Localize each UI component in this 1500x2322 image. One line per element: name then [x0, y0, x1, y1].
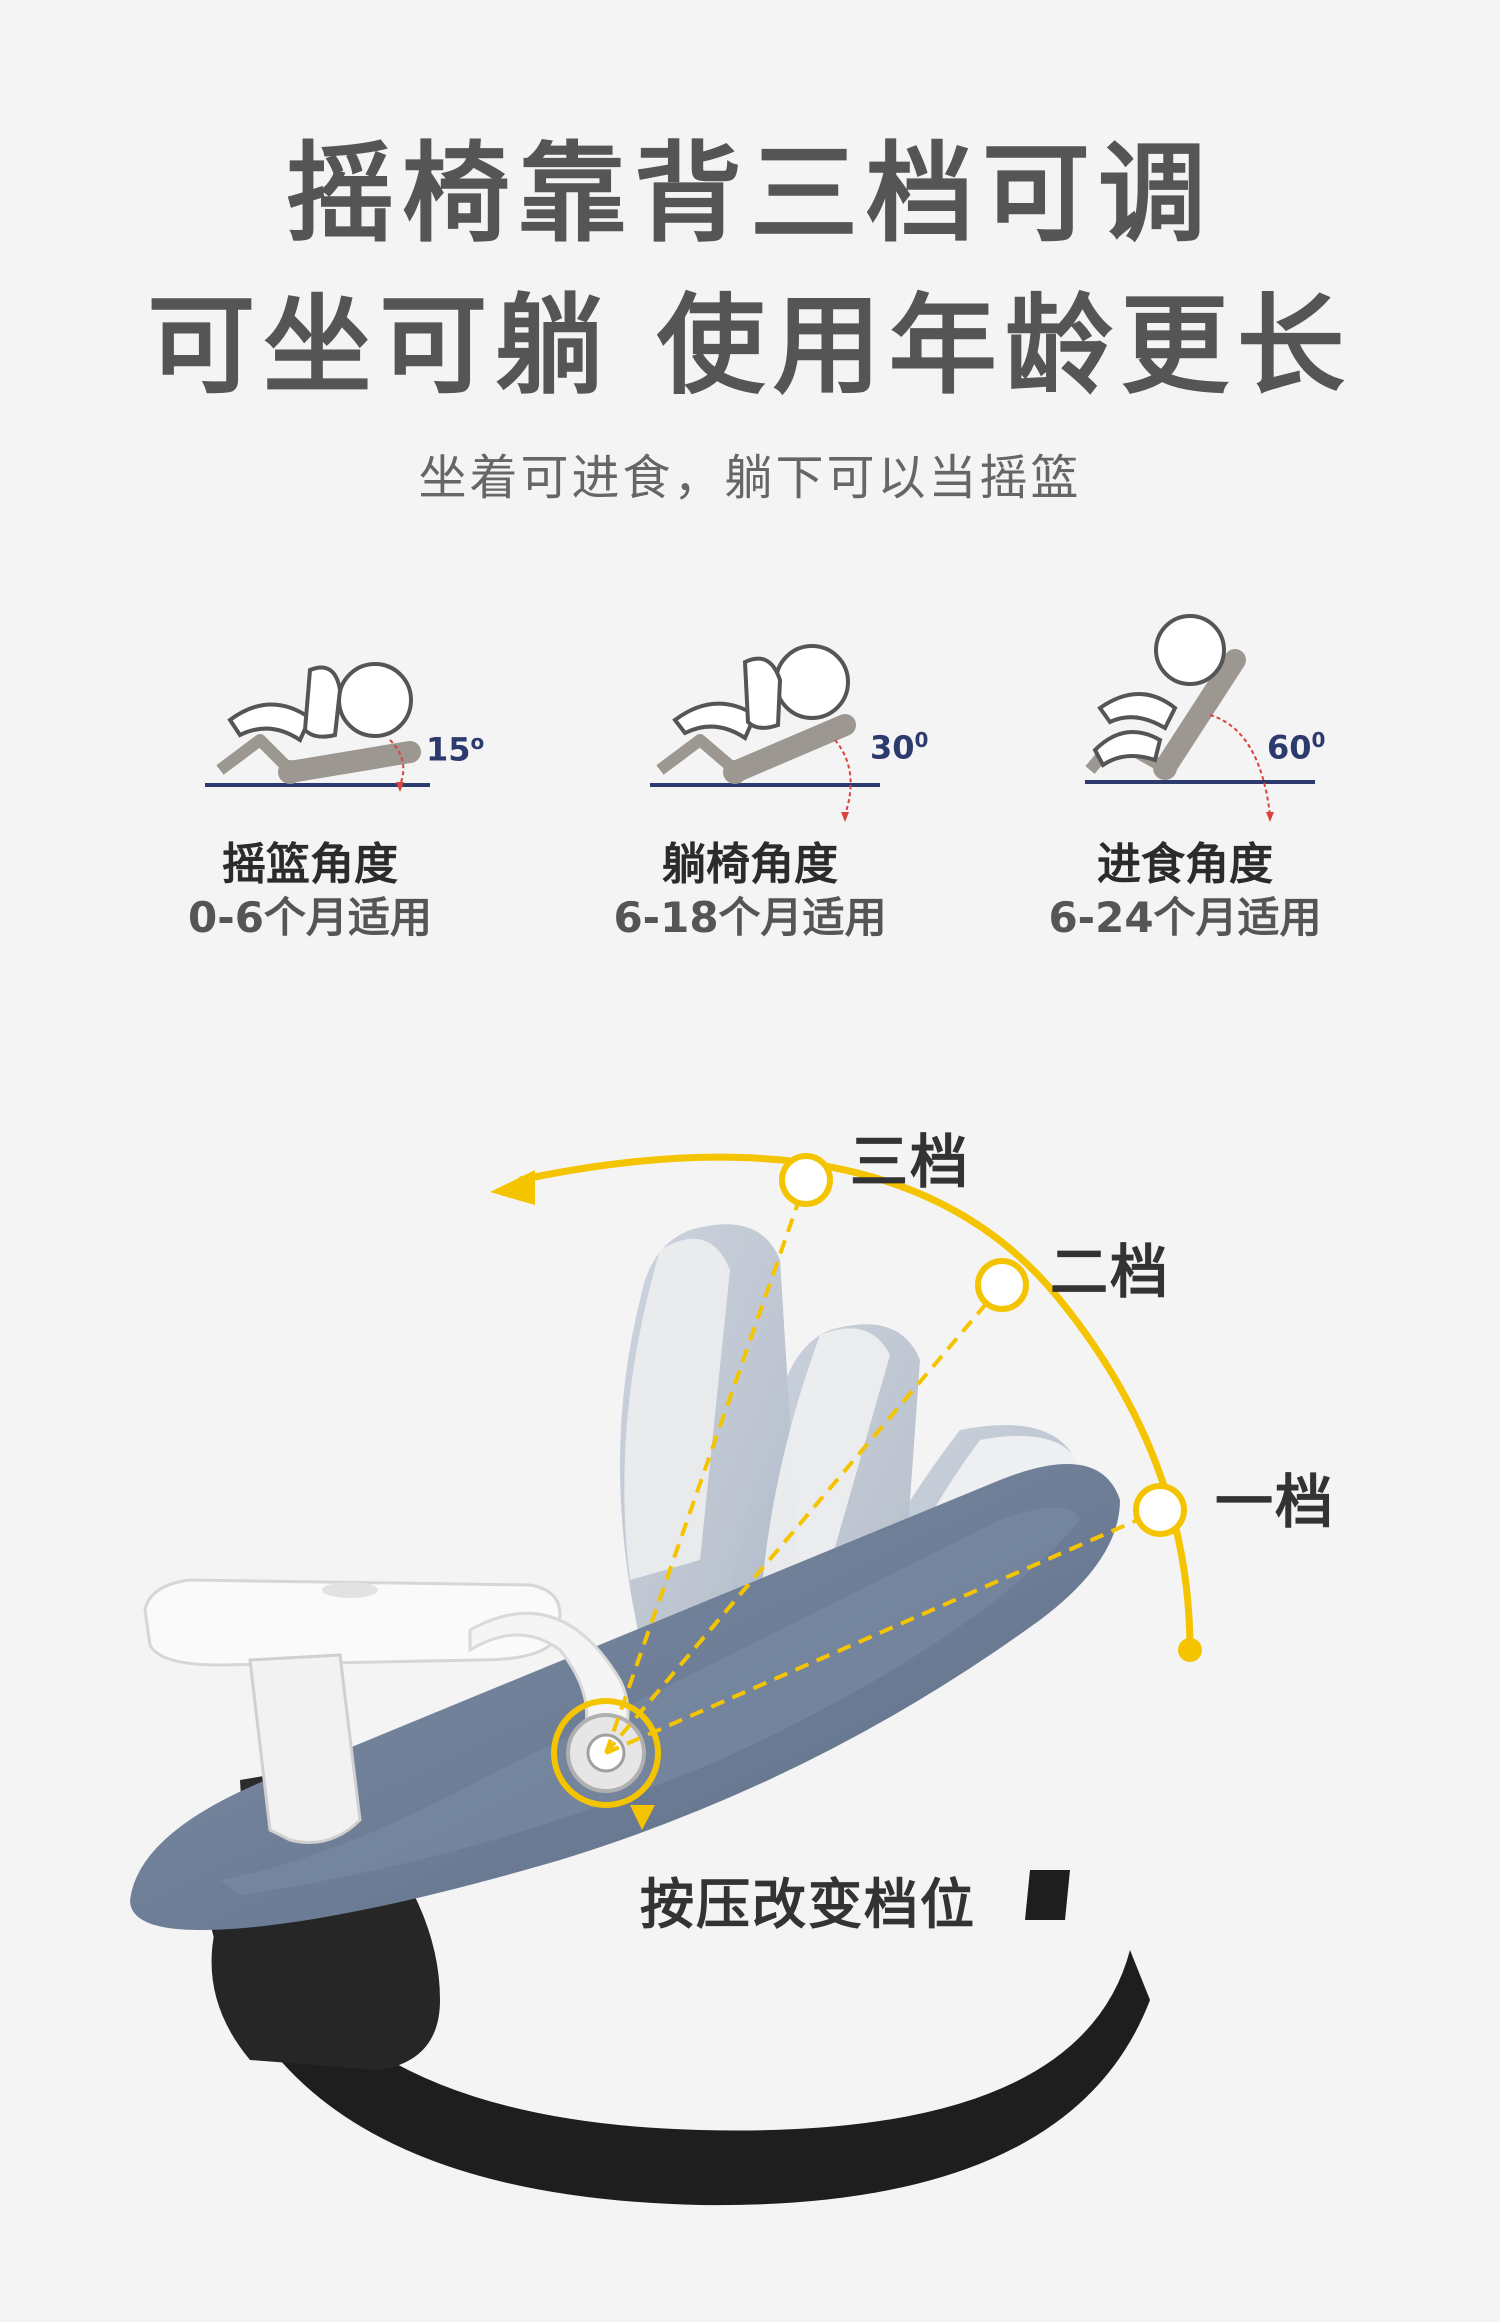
- gear-guides: [604, 1179, 1161, 1755]
- angle-degree-15: 15o: [426, 730, 485, 769]
- angle-card-recline: 300 躺椅角度 6-18个月适用: [550, 600, 950, 950]
- angle-degree-30: 300: [870, 728, 929, 767]
- angle-age-feeding: 6-24个月适用: [1048, 893, 1322, 942]
- rocker-diagram: [130, 1153, 1202, 2206]
- angle-age-cradle: 0-6个月适用: [188, 893, 432, 942]
- angle-age-recline: 6-18个月适用: [613, 893, 887, 942]
- page-subtitle: 坐着可进食，躺下可以当摇篮: [418, 450, 1082, 506]
- gear-label-first: 一档: [1215, 1468, 1336, 1536]
- page-title-line2: 可坐可躺 使用年龄更长: [147, 284, 1353, 409]
- angle-label-feeding: 进食角度: [1097, 839, 1273, 890]
- gear-3-marker: [779, 1153, 833, 1207]
- angle-degree-60: 600: [1267, 728, 1326, 767]
- baby-15-degree-icon: [205, 662, 430, 792]
- angle-card-cradle: 15o 摇篮角度 0-6个月适用: [110, 600, 510, 950]
- gear-2-marker: [975, 1258, 1029, 1312]
- baby-30-degree-icon: [650, 644, 880, 822]
- angle-label-recline: 躺椅角度: [662, 839, 838, 890]
- gear-label-second: 二档: [1050, 1238, 1171, 1306]
- base-ring: [205, 1860, 1150, 2206]
- angle-label-cradle: 摇篮角度: [222, 839, 398, 890]
- baby-60-degree-icon: [1085, 614, 1315, 822]
- page-title-line1: 摇椅靠背三档可调: [285, 132, 1214, 257]
- gear-1-marker: [1133, 1483, 1187, 1537]
- gear-label-third: 三档: [850, 1128, 971, 1196]
- press-to-change-label: 按压改变档位: [640, 1873, 976, 1936]
- angle-card-feeding: 600 进食角度 6-24个月适用: [985, 600, 1385, 950]
